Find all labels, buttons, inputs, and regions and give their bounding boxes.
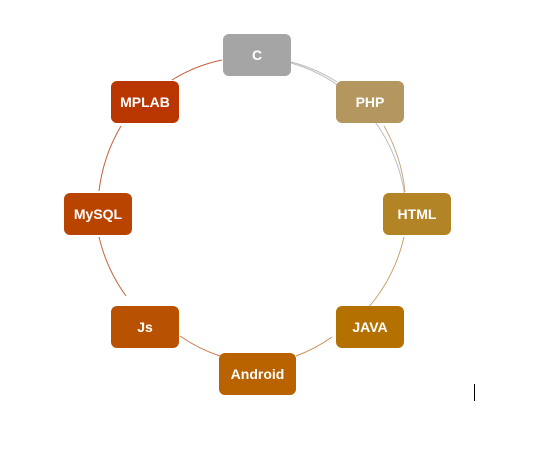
ring-arc — [383, 125, 406, 193]
node-mysql: MySQL — [64, 193, 132, 235]
node-html: HTML — [383, 193, 451, 235]
node-mplab: MPLAB — [111, 81, 179, 123]
node-php: PHP — [336, 81, 404, 123]
ring-arc — [171, 59, 223, 81]
ring-arc — [179, 335, 221, 357]
node-label: MPLAB — [120, 94, 170, 110]
ring-arc — [367, 236, 405, 309]
ring-arc — [98, 125, 122, 192]
node-java: JAVA — [336, 306, 404, 348]
node-label: C — [251, 47, 263, 63]
node-js: Js — [111, 306, 179, 348]
node-label: PHP — [355, 94, 385, 110]
node-label: Js — [137, 319, 153, 335]
node-c: C — [223, 34, 291, 76]
text-cursor — [474, 384, 475, 401]
node-label: Android — [230, 366, 285, 382]
ring-arc — [98, 236, 127, 297]
node-label: MySQL — [73, 206, 123, 222]
node-label: HTML — [397, 206, 437, 222]
ring-arc — [290, 61, 338, 83]
ring-arc — [295, 336, 333, 357]
node-label: JAVA — [352, 319, 388, 335]
node-android: Android — [219, 353, 296, 395]
